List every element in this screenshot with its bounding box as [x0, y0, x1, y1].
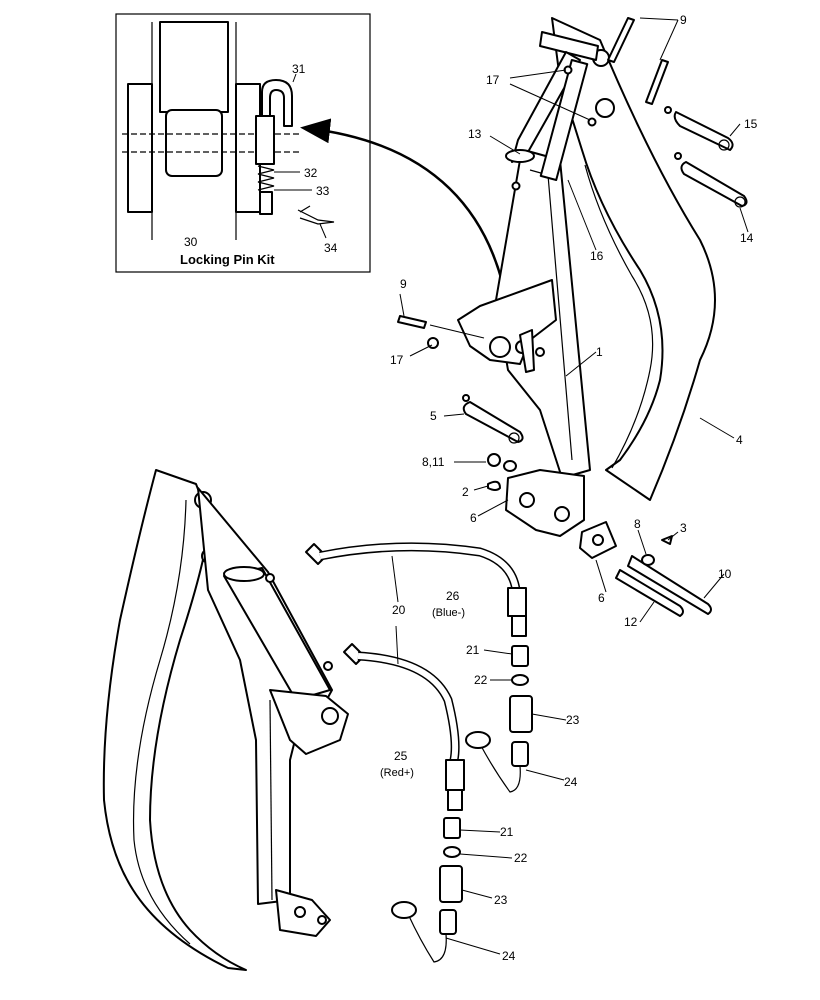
adapter-21-blue	[511, 645, 529, 667]
o-ring-22-red	[443, 846, 461, 858]
kit-number: 30	[184, 235, 198, 249]
callout-22-red: 22	[514, 851, 528, 865]
grease-fitting	[511, 181, 521, 191]
callout-26: 26	[446, 589, 460, 603]
nut-8-11	[487, 453, 501, 467]
callout-3: 3	[680, 521, 687, 535]
callout-9-mid: 9	[400, 277, 407, 291]
callout-24-blue: 24	[564, 775, 578, 789]
callout-33: 33	[316, 184, 330, 198]
callout-21-blue: 21	[466, 643, 480, 657]
callout-13: 13	[468, 127, 482, 141]
top-pivot-tube	[539, 31, 599, 61]
upper-backhoe-assembly: 9 17 15 13 14 16 9 17 1 5 4 8,11 2 6 3 8…	[390, 13, 758, 629]
installed-bracket	[269, 689, 349, 755]
hair-pin-clip	[297, 209, 335, 225]
callout-23-blue: 23	[566, 713, 580, 727]
callout-8-11: 8,11	[422, 455, 445, 469]
hose-red	[357, 653, 459, 761]
cotter-pin-3	[661, 535, 673, 545]
coupler-23-red	[439, 865, 463, 903]
cap-strap-blue	[479, 743, 521, 793]
callout-4: 4	[736, 433, 743, 447]
callout-31: 31	[292, 62, 306, 76]
cap-ring-red	[391, 901, 417, 919]
pin-12	[615, 569, 684, 617]
callout-17-top: 17	[486, 73, 500, 87]
locking-pin	[261, 79, 293, 127]
detail-pin	[519, 329, 535, 373]
locking-pin-body	[255, 115, 275, 165]
callout-8: 8	[634, 517, 641, 531]
dust-cap-24-red	[439, 909, 457, 935]
callout-1: 1	[596, 345, 603, 359]
pin-10	[627, 555, 712, 615]
hose-blue-end	[511, 615, 527, 637]
inset-title: Locking Pin Kit	[180, 252, 275, 267]
callout-10: 10	[718, 567, 732, 581]
spring	[257, 165, 275, 191]
bracket-hole	[489, 336, 511, 358]
callout-25: 25	[394, 749, 408, 763]
cap-strap-red	[407, 913, 447, 963]
side-plate-left	[127, 83, 153, 213]
callout-16: 16	[590, 249, 604, 263]
hose-red-end	[447, 789, 463, 811]
cylinder-rod	[539, 58, 589, 182]
callout-12: 12	[624, 615, 638, 629]
callout-6-b: 6	[598, 591, 605, 605]
locking-pin-kit-inset: 31 32 33 34 30 Locking Pin Kit	[115, 13, 371, 273]
dust-cap-24-blue	[511, 741, 529, 767]
washer-8-11	[503, 460, 517, 472]
pin-end	[259, 191, 273, 215]
callout-24-red: 24	[502, 949, 516, 963]
installed-bucket	[102, 469, 247, 971]
boom-foot	[505, 469, 585, 537]
callout-22-blue: 22	[474, 673, 488, 687]
hose-red-crimp	[445, 759, 465, 791]
washer-8	[641, 554, 655, 566]
dipper-bucket	[551, 17, 716, 501]
hose-note-blue: (Blue-)	[432, 607, 465, 619]
callout-32: 32	[304, 166, 318, 180]
lower-backhoe-assembly: 26 (Blue-) 20 21 22 23 25 (Red+) 24 21 2…	[102, 469, 580, 971]
pivot-pin	[165, 109, 223, 177]
bucket-link-hole	[595, 98, 615, 118]
o-ring-22-blue	[511, 674, 529, 686]
cylinder-collar	[505, 149, 535, 163]
bolt-9-mid	[397, 315, 427, 329]
bolt-9-top-a	[607, 17, 635, 63]
callout-5: 5	[430, 409, 437, 423]
callout-34: 34	[324, 241, 338, 255]
callout-17-mid: 17	[390, 353, 404, 367]
callout-23-red: 23	[494, 893, 508, 907]
cap-ring-blue	[465, 731, 491, 749]
callout-21-red: 21	[500, 825, 514, 839]
callout-20: 20	[392, 603, 406, 617]
pin-14	[680, 161, 748, 207]
installed-boom	[197, 487, 333, 905]
hose-note-red: (Red+)	[380, 767, 414, 779]
coupler-23-blue	[509, 695, 533, 733]
hose-blue	[319, 543, 519, 591]
boom-post	[159, 21, 229, 113]
callout-9-top: 9	[680, 13, 687, 27]
callout-14: 14	[740, 231, 754, 245]
callout-15: 15	[744, 117, 758, 131]
bolt-9-top-b	[645, 59, 669, 105]
pin-5	[462, 401, 524, 443]
callout-2: 2	[462, 485, 469, 499]
hose-red-outline	[357, 651, 460, 761]
pin-15	[673, 111, 734, 151]
foot-hole-left	[519, 492, 535, 508]
foot-hole-right	[554, 506, 570, 522]
lynch-pin-2	[487, 480, 501, 491]
adapter-21-red	[443, 817, 461, 839]
callout-6-a: 6	[470, 511, 477, 525]
hose-blue-crimp	[507, 587, 527, 617]
